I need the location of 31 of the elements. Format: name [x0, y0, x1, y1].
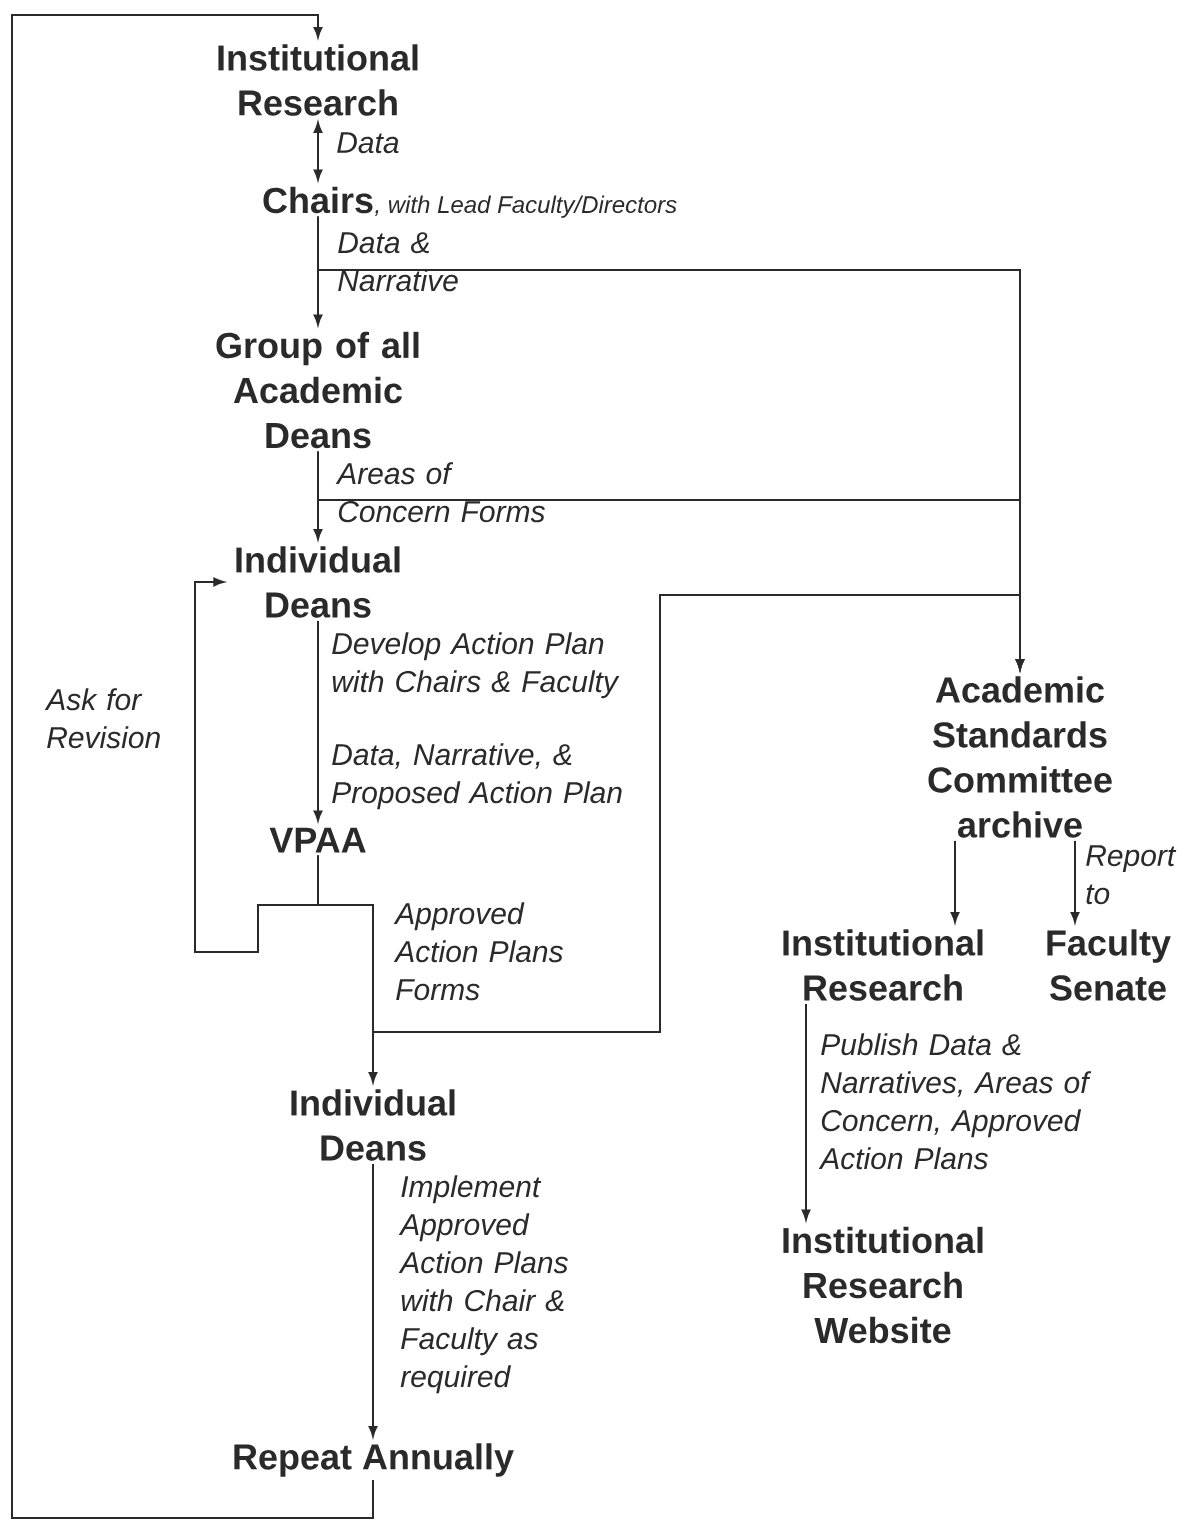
step-label: Individual Deans	[236, 546, 400, 618]
step-label: Repeat Annually	[234, 1443, 514, 1477]
step-label: Institutional Research	[783, 929, 983, 1001]
edge-label: Ask for Revision	[44, 688, 160, 749]
arrow	[11, 14, 374, 1519]
edge-label: Report to	[1086, 845, 1177, 905]
edge-label: Data, Narrative, & Proposed Action Plan	[332, 743, 622, 810]
edge-label: Implement Approved Action Plans with Chair & Faculty as required	[398, 1175, 568, 1394]
arrow	[317, 594, 1025, 1033]
arrow	[313, 619, 323, 822]
edge-label: Publish Data & Narratives, Areas of Concern, Approved Action Plans	[818, 1033, 1092, 1170]
node-note: , with Lead Faculty/Directors	[374, 195, 677, 218]
arrow	[313, 122, 323, 181]
step-label: VPAA	[269, 827, 366, 853]
arrow	[950, 839, 960, 923]
arrow	[1070, 839, 1080, 923]
step-label: Chairs	[263, 186, 373, 214]
note-text: Develop Action Plan with Chairs & Faculty	[332, 632, 620, 699]
step-label: Group of all Academic Deans	[216, 331, 419, 449]
arrow	[801, 1002, 811, 1221]
step-label: Faculty Senate	[1047, 929, 1171, 1001]
edge-label: Data	[337, 132, 399, 154]
step-label: Institutional Research Website	[783, 1226, 983, 1344]
arrow	[368, 1162, 378, 1437]
edge-label: Data & Narrative	[338, 232, 458, 292]
edge-label: Approved Action Plans Forms	[393, 902, 563, 1001]
edge-label: Areas of Concern Forms	[335, 462, 545, 523]
step-label: Institutional Research	[218, 44, 418, 116]
arrow	[194, 577, 319, 953]
step-label: Academic Standards Committee archive	[928, 676, 1112, 838]
step-label: Individual Deans	[291, 1089, 455, 1161]
